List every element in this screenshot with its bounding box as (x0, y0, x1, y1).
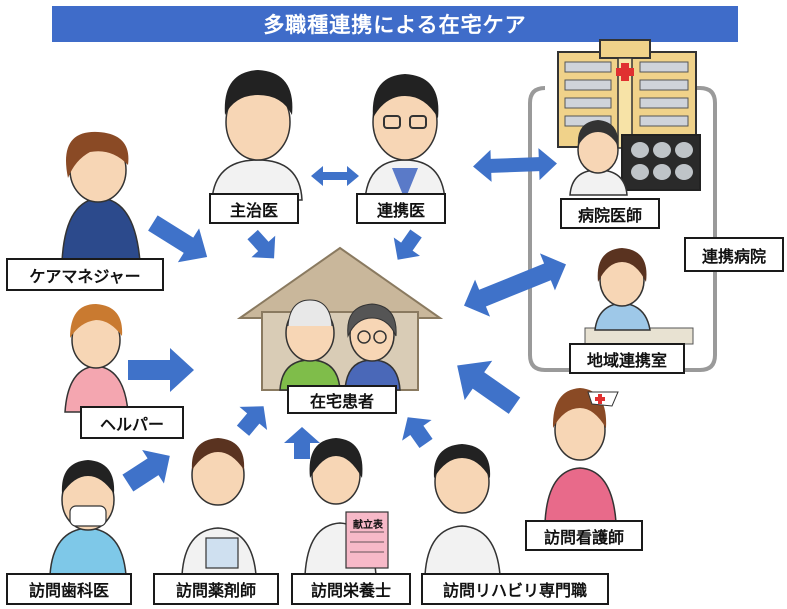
label-home-patient: 在宅患者 (287, 385, 397, 414)
dentist-icon (49, 460, 127, 576)
arrow-dentist-house (122, 449, 170, 492)
label-visiting-nurse: 訪問看護師 (525, 520, 643, 551)
helper-icon (64, 304, 129, 413)
cooperating-doctor-icon (364, 74, 446, 201)
patients-icon (279, 299, 401, 391)
label-pharmacist: 訪問薬剤師 (153, 573, 279, 605)
partner-hospital-bracket (528, 86, 717, 372)
arrow-house-regional-office (464, 253, 566, 317)
xray-panel-icon (621, 134, 701, 191)
label-care-manager: ケアマネジャー (6, 258, 164, 291)
arrow-helper-house (128, 348, 194, 392)
menu-card-label: 献立表 (353, 519, 383, 531)
label-rehab-specialist: 訪問リハビリ専門職 (421, 573, 609, 605)
arrow-pharmacist-house (236, 406, 268, 436)
arrow-cooperating-house (393, 229, 422, 260)
house-icon (236, 246, 444, 391)
diagram-title: 多職種連携による在宅ケア (52, 6, 738, 42)
label-regional-office: 地域連携室 (569, 343, 685, 374)
nutritionist-icon (304, 438, 389, 576)
arrow-nurse-house (457, 360, 521, 414)
visiting-nurse-icon (544, 388, 619, 523)
care-manager-icon (61, 131, 141, 263)
label-attending-doctor: 主治医 (209, 193, 299, 224)
arrow-care-manager-house (148, 215, 208, 263)
arrow-cooperating-hospital-doctor (473, 148, 557, 182)
attending-doctor-icon (211, 70, 303, 201)
hospital-icon (557, 39, 697, 149)
label-dentist: 訪問歯科医 (6, 573, 132, 605)
arrow-attending-house (247, 229, 276, 259)
arrow-attending-cooperating (311, 166, 359, 186)
regional-office-staff-icon (584, 248, 694, 345)
label-hospital-doctor: 病院医師 (560, 198, 660, 229)
label-partner-hospital: 連携病院 (684, 237, 784, 272)
pharmacist-icon (181, 438, 257, 576)
arrow-nutritionist-house (284, 427, 320, 459)
hospital-doctor-icon (569, 120, 628, 196)
label-helper: ヘルパー (80, 406, 184, 439)
rehab-specialist-icon (424, 444, 501, 576)
label-nutritionist: 訪問栄養士 (291, 573, 411, 605)
label-cooperating-doctor: 連携医 (356, 193, 446, 224)
arrow-rehab-house (402, 417, 433, 449)
